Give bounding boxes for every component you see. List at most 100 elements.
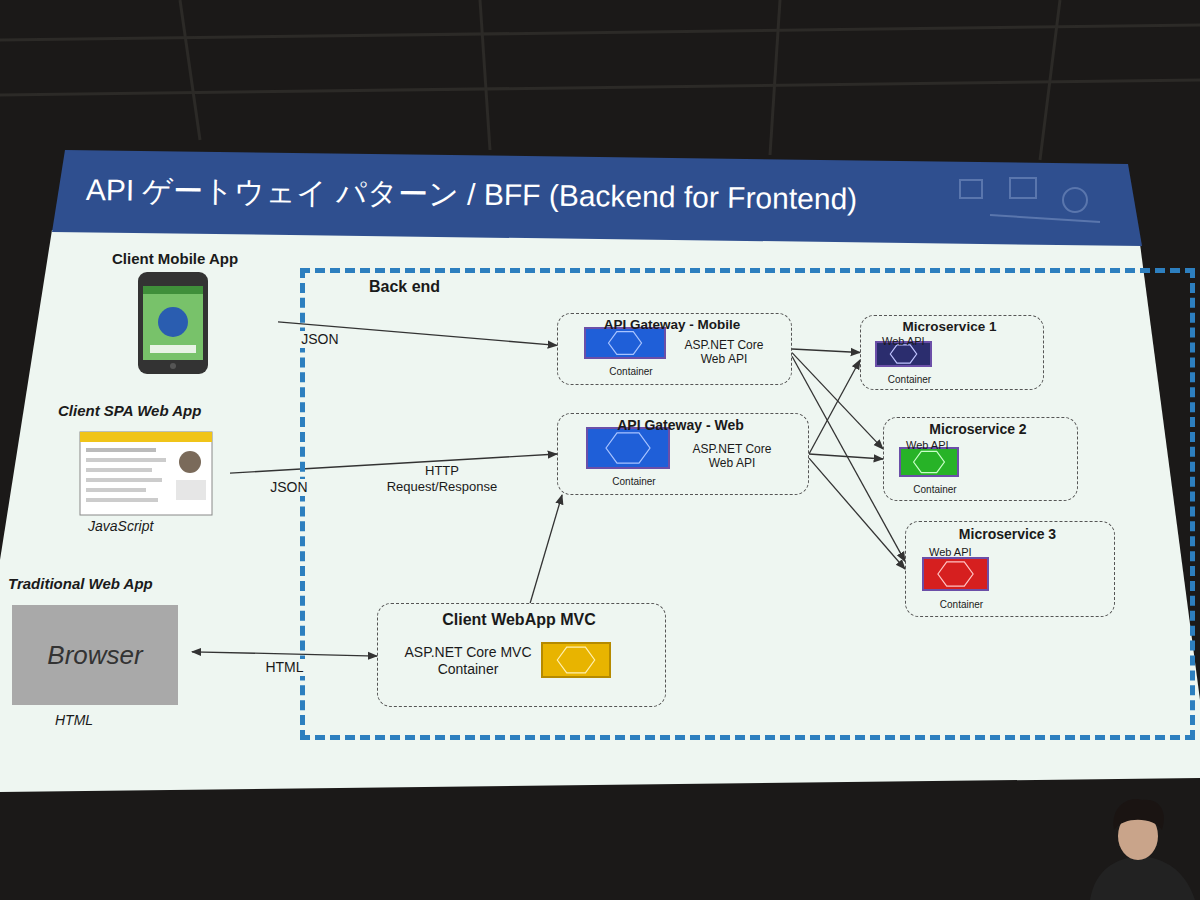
node-text: Container: [906, 484, 964, 496]
edge-label: HTML: [263, 659, 305, 676]
browser-box: Browser: [12, 605, 178, 705]
presenter-body: [1090, 856, 1195, 900]
title-decoration: [960, 178, 1100, 222]
slide-title: API ゲートウェイ パターン / BFF (Backend for Front…: [86, 172, 858, 217]
node-heading: Client Mobile App: [112, 250, 272, 268]
screen-panel: [176, 480, 206, 500]
edge-label: JSON: [299, 331, 340, 348]
beam: [0, 25, 1200, 40]
screen-header: [80, 432, 212, 442]
node-text: Container: [593, 476, 675, 488]
mvc-app-box: Client WebApp MVC ASP.NET Core MVC Contai…: [377, 603, 666, 707]
hexagon: [609, 332, 642, 355]
node-text: Container: [882, 374, 937, 386]
phone-body: [138, 272, 208, 374]
node-heading: Traditional Web App: [8, 575, 186, 593]
presenter: [1090, 799, 1195, 900]
microservice-box: Microservice 3 Web API Container: [905, 521, 1115, 617]
connector: [192, 652, 377, 656]
container-icon: [923, 558, 988, 590]
screen-line: [86, 488, 146, 492]
ceiling-beams: [0, 0, 1200, 160]
screen-frame: [80, 432, 212, 515]
phone-bar: [143, 286, 203, 294]
node-heading: API Gateway - Mobile: [558, 317, 786, 333]
connector: [530, 495, 562, 603]
beam: [1040, 0, 1060, 160]
node-text: HTML: [55, 712, 135, 729]
screen-line: [86, 478, 162, 482]
container-icon: [585, 328, 665, 358]
node-text: Web API: [906, 439, 976, 452]
protocol-label: HTTP Request/Response: [378, 463, 506, 494]
phone-button: [170, 363, 176, 369]
deco-icon: [1063, 188, 1087, 212]
connector: [809, 454, 883, 459]
client-mobile-app: Client Mobile App: [112, 250, 278, 376]
node-text: ASP.NET Core Web API: [682, 442, 782, 471]
screen-line: [86, 498, 158, 502]
node-text: ASP.NET Core MVC Container: [392, 644, 544, 678]
beam: [770, 0, 780, 155]
node-text: ASP.NET Core Web API: [678, 338, 770, 367]
api-gateway-box: API Gateway - WebASP.NET Core Web API Con…: [557, 413, 809, 495]
spa-screenshot: [80, 432, 212, 515]
node-heading: Client WebApp MVC: [378, 610, 660, 629]
phone-line: [150, 345, 196, 353]
connector: [792, 349, 860, 353]
backend-region: Back endAPI Gateway - MobileASP.NET Core…: [300, 268, 1195, 740]
traditional-web-app: Traditional Web AppBrowserHTML: [8, 575, 192, 735]
connector: [809, 360, 860, 454]
screen-avatar: [179, 451, 201, 473]
screen-line: [86, 448, 156, 452]
container-block: [587, 428, 669, 468]
beam: [480, 0, 490, 150]
screen-line: [86, 458, 166, 462]
beam: [0, 80, 1200, 95]
hexagon: [890, 345, 916, 363]
container-icon: [900, 448, 958, 476]
node-heading: Back end: [369, 277, 489, 296]
node-heading: Microservice 2: [884, 421, 1072, 438]
container-block: [900, 448, 958, 476]
hexagon: [557, 647, 594, 673]
edge-label: JSON: [268, 479, 309, 496]
container-icon: [587, 428, 669, 468]
microservice-box: Microservice 2Web API Container: [883, 417, 1078, 501]
node-text: Web API: [929, 546, 999, 559]
phone-illustration: [138, 272, 208, 374]
deco-line: [990, 215, 1100, 222]
container-icon: [542, 643, 610, 677]
container-block: [585, 328, 665, 358]
container-block: [923, 558, 988, 590]
beam: [180, 0, 200, 140]
client-spa-app: Client SPA Web AppJavaScript: [58, 402, 230, 539]
presenter-hair: [1113, 799, 1163, 830]
hexagon: [606, 433, 650, 463]
hexagon: [938, 562, 973, 586]
slide-body: [0, 230, 1200, 792]
node-text: JavaScript: [88, 518, 198, 535]
hexagon: [914, 451, 945, 472]
microservice-box: Microservice 1Web API Container: [860, 315, 1044, 390]
node-heading: Client SPA Web App: [58, 402, 224, 420]
node-heading: API Gateway - Web: [558, 417, 803, 434]
node-heading: Microservice 1: [861, 319, 1038, 335]
phone-screen: [143, 286, 203, 360]
deco-icon: [960, 180, 982, 198]
phone-figure: [158, 307, 188, 337]
connector: [230, 454, 557, 473]
screen-line: [86, 468, 152, 472]
connector: [809, 458, 905, 569]
node-heading: Microservice 3: [906, 526, 1109, 543]
api-gateway-box: API Gateway - MobileASP.NET Core Web API…: [557, 313, 792, 385]
deco-icon: [1010, 178, 1036, 198]
node-text: Web API: [882, 335, 952, 348]
title-bar: [52, 150, 1142, 246]
node-text: Container: [929, 599, 994, 611]
container-block: [542, 643, 610, 677]
